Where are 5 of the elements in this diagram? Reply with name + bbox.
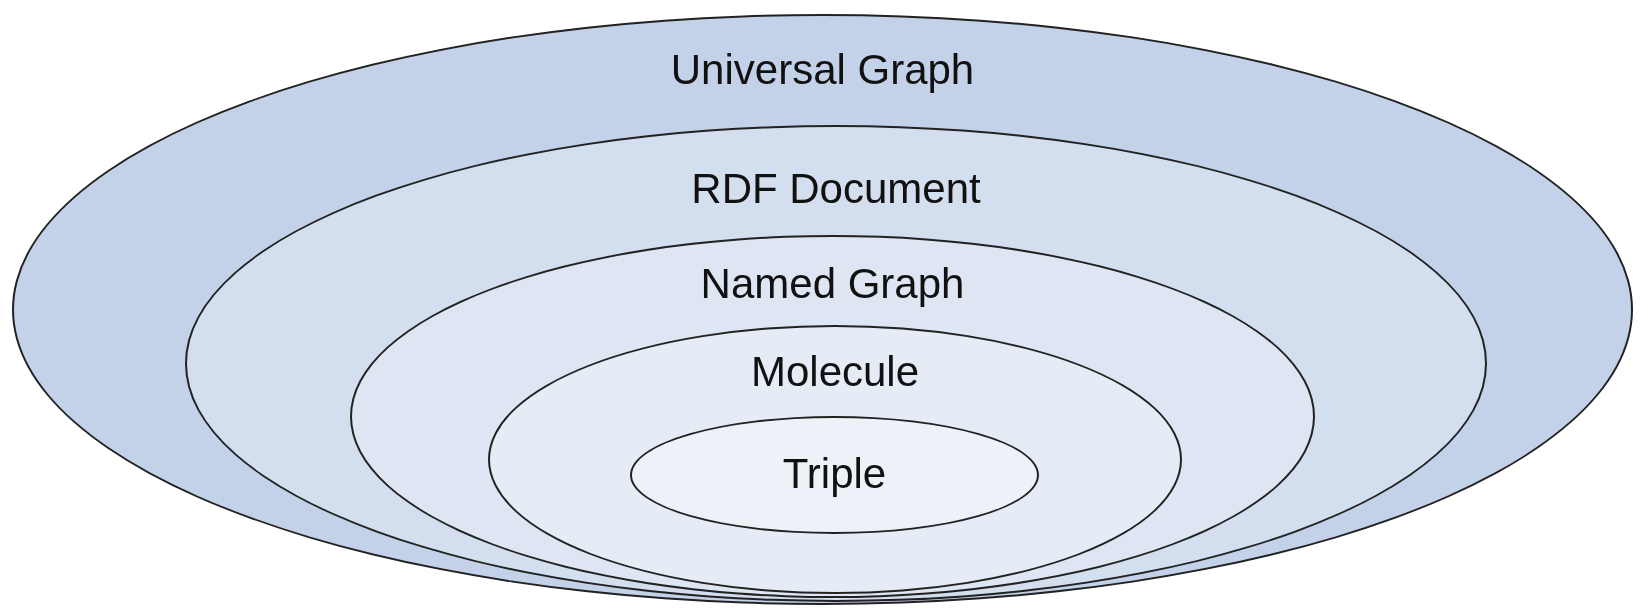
ellipse-label: Universal Graph [670,49,975,91]
ellipse-label: Triple [782,453,887,495]
ellipse-label: Molecule [750,351,920,393]
ellipse-label: RDF Document [691,168,981,210]
ellipse-label: Named Graph [700,263,965,305]
